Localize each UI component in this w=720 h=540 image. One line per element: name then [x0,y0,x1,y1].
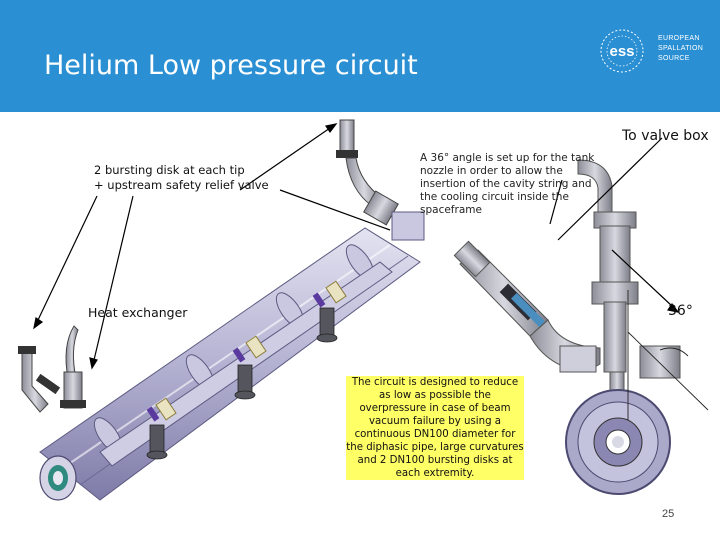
heat-exchanger-label: Heat exchanger [88,305,188,320]
slide-header: Helium Low pressure circuit ess EUROPEAN… [0,0,720,112]
ess-logo-mark-icon: ess [600,29,644,73]
support-legs [146,307,338,460]
bursting-disk-line-1: 2 bursting disk at each tip [94,163,245,177]
slide-title: Helium Low pressure circuit [44,50,418,81]
left-end-flange [39,455,77,501]
design-note-text: The circuit is designed to reduce as low… [346,377,524,479]
logo-line-1: EUROPEAN [658,35,700,42]
heat-exchanger-riser [18,325,86,413]
bursting-disk-line-2: + upstream safety relief valve [94,178,269,192]
design-note-box: The circuit is designed to reduce as low… [346,376,524,480]
logo-line-3: SOURCE [658,55,690,62]
ess-logo: ess EUROPEAN SPALLATION SOURCE [596,26,706,76]
upper-pipe [99,261,393,467]
ess-logo-text: EUROPEAN SPALLATION SOURCE [658,34,703,64]
tank-nozzle-assembly [453,159,681,379]
angle-value-label: 36° [668,303,693,319]
angle-indicator [627,290,709,420]
page-number: 25 [662,508,675,520]
bursting-disk-label: 2 bursting disk at each tip + upstream s… [94,163,284,193]
callout-arrows [33,123,680,370]
cryo-circuit-drawing [18,119,709,501]
ess-logo-mark: ess [609,43,634,60]
cavity-cross-section [565,371,671,495]
valve-box-label: To valve box [622,128,709,144]
angle-note-label: A 36° angle is set up for the tank nozzl… [420,152,595,216]
logo-line-2: SPALLATION [658,45,704,52]
top-riser [336,119,425,241]
